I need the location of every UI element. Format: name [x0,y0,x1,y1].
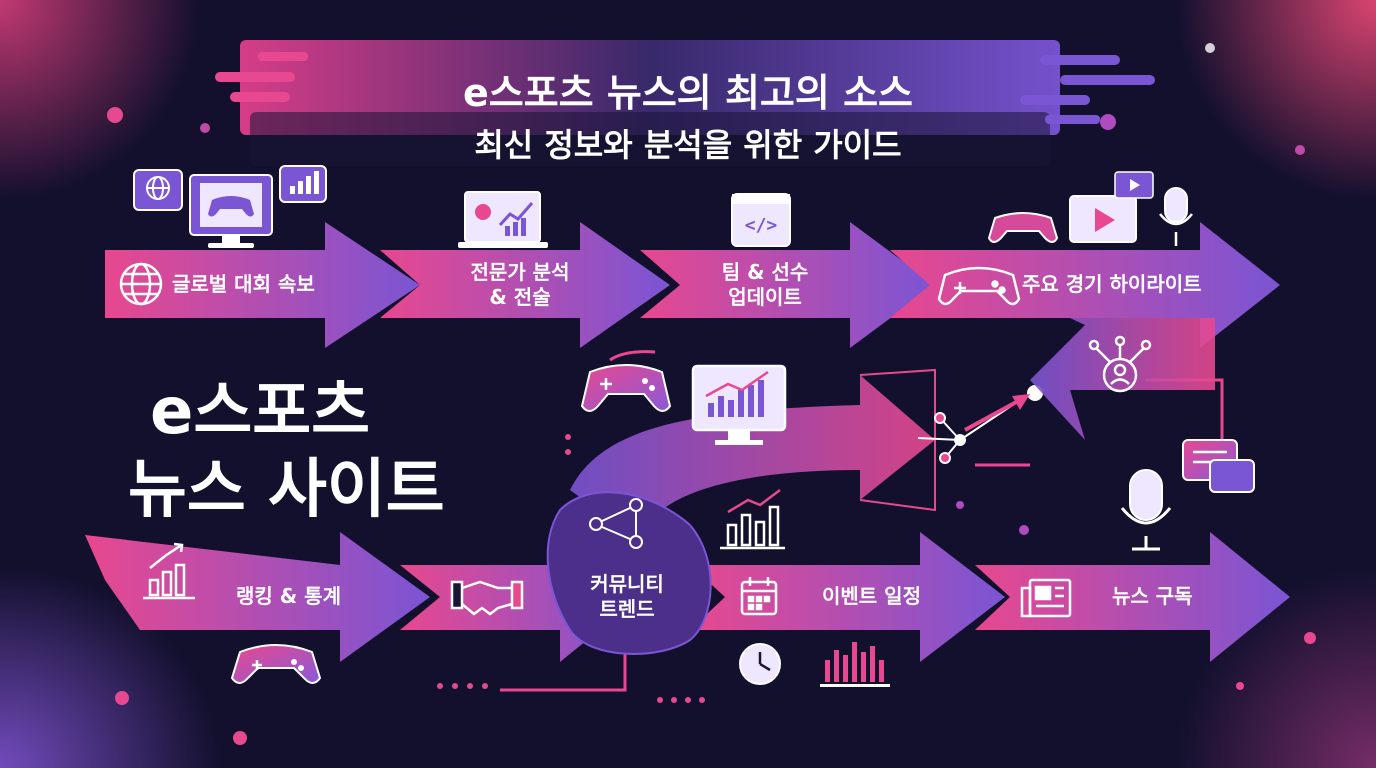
equalizer-icon [820,642,890,687]
return-arrows [570,318,1215,540]
microphone-icon [1120,469,1172,551]
arrow-events [690,532,1005,662]
monitor-gamepad-icon [189,174,273,248]
arrow-highlights [890,222,1280,348]
microphone-icon-top [1159,187,1193,246]
code-calendar-icon: </> [731,193,791,247]
ranking-chart-icon [143,542,195,600]
step-label-highlights: 주요 경기 하이라이트 [1022,272,1202,296]
handshake-icon [450,580,524,616]
hero-title-line-1: e스포츠 [150,375,371,449]
message-bubbles-icon [1182,439,1255,493]
step-label-global: 글로벌 대회 속보 [172,272,315,296]
step-label-expert-line-2: & 전술 [489,285,551,309]
community-blob [547,492,711,654]
step-label-ranking: 랭킹 & 통계 [236,584,341,608]
step-label-team-line-2: 업데이트 [728,285,802,309]
step-label-community: 커뮤니티 트렌드 [572,572,682,622]
arrow-global [105,222,420,348]
clock-icon [739,643,781,685]
gamepad-icon-small [987,212,1059,243]
globe-bubble-icon [133,169,183,211]
header-banner [215,40,1155,166]
laptop-analytics-icon [458,191,548,248]
gamepad-icon-floating [580,364,672,412]
decorative-dots [107,43,1316,745]
step-label-community-line-1: 커뮤니티 [590,572,664,596]
page-subtitle: 최신 정보와 분석을 위한 가이드 [474,126,902,164]
gamepad-icon-bottom [230,644,322,684]
page-title: e스포츠 뉴스의 최고의 소스 [462,71,914,115]
step-label-team-line-1: 팀 & 선수 [721,260,809,284]
trend-arrow-icon [964,394,1030,432]
step-label-expert-line-1: 전문가 분석 [470,260,570,284]
community-network-icon [589,498,643,549]
top-row-arrows [105,222,1280,348]
globe-icon [119,262,163,306]
step-label-subscribe: 뉴스 구독 [1112,584,1193,608]
arrow-return-swoop [570,375,935,540]
network-graph-icon [917,399,1030,467]
step-label-team: 팀 & 선수 업데이트 [690,260,840,310]
trend-chart-icon [720,489,785,550]
step-label-events: 이벤트 일정 [822,584,921,608]
arrow-ranking [85,532,430,662]
newspaper-icon [1020,578,1072,618]
hero-title-line-2: 뉴스 사이트 [128,453,445,527]
bar-chart-icon [279,165,327,203]
monitor-chart-icon [691,364,787,445]
step-label-expert: 전문가 분석 & 전술 [440,260,600,310]
svg-text:</>: </> [745,215,778,236]
gamepad-icon [937,266,1021,306]
bottom-row-arrows [85,532,1290,662]
arrow-expert [380,222,670,348]
network-user-icon [1088,335,1152,393]
step-label-community-line-2: 트렌드 [599,597,655,621]
arrow-team [640,222,935,348]
video-play-icon [1069,171,1154,243]
calendar-icon [740,577,778,616]
arrow-subscribe [975,532,1290,662]
